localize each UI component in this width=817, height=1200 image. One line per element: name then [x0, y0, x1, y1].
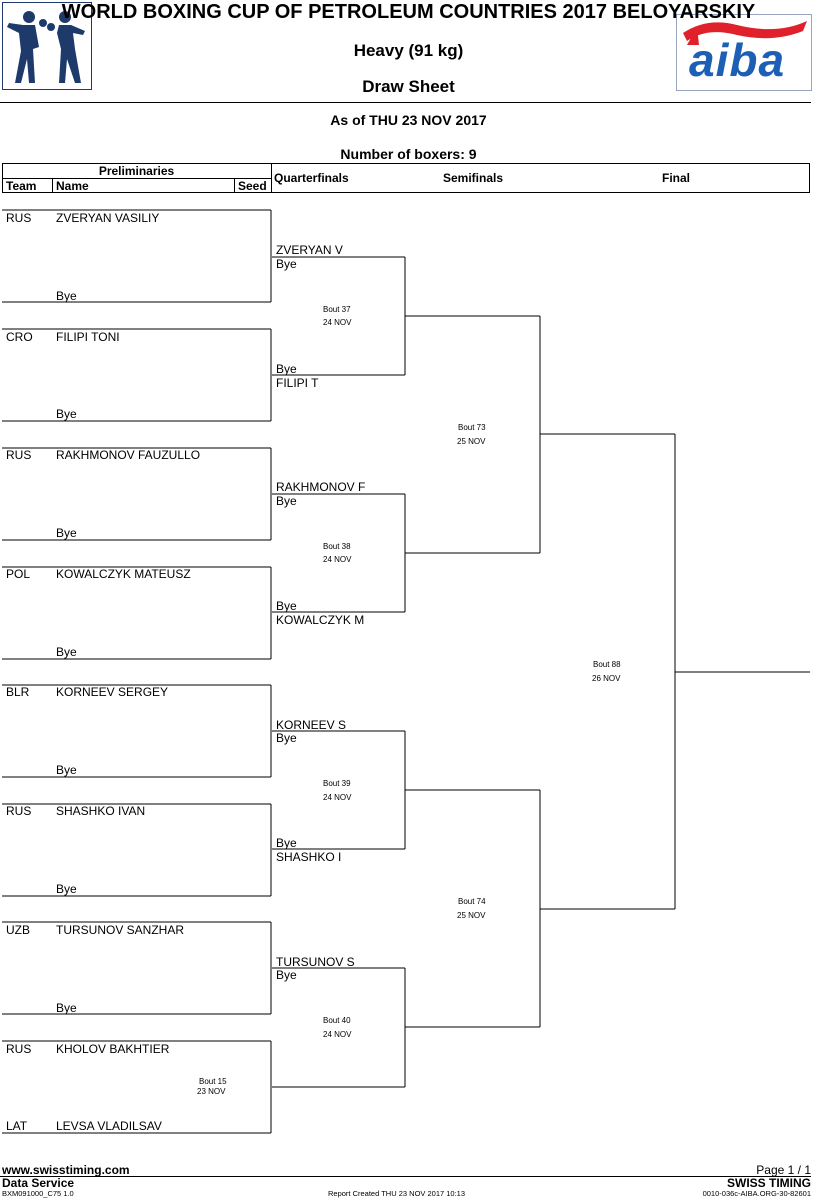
footer-report-created: Report Created THU 23 NOV 2017 10:13 [328, 1189, 466, 1198]
qf-bout-date: 24 NOV [323, 793, 352, 802]
prelim-bout: Bout 15 [199, 1077, 227, 1086]
aiba-logo-text: aiba [689, 34, 786, 86]
prelim-name: ZVERYAN VASILIY [56, 211, 160, 225]
header-divider-col [271, 163, 272, 193]
prelim-opponent: Bye [56, 526, 77, 540]
boxer-count: Number of boxers: 9 [340, 146, 477, 162]
qf-top-sub: Bye [276, 494, 297, 508]
prelim-opponent: Bye [56, 645, 77, 659]
qf-top-sub: Bye [276, 968, 297, 982]
sf-bout-date: 25 NOV [457, 437, 486, 446]
qf-bot-name: FILIPI T [276, 376, 319, 390]
qf-bot-sub: Bye [276, 599, 297, 613]
sf-bout-date: 25 NOV [457, 911, 486, 920]
aiba-logo: aiba [676, 14, 812, 91]
boxers-logo [2, 2, 92, 90]
col-preliminaries: Preliminaries [98, 164, 175, 178]
col-semifinals: Semifinals [443, 171, 504, 185]
qf-top-name: RAKHMONOV F [276, 480, 366, 494]
prelim-team: BLR [6, 685, 30, 699]
qf-bout: Bout 40 [323, 1016, 351, 1025]
col-seed: Seed [238, 179, 267, 193]
prelim-team: RUS [6, 1042, 32, 1056]
prelim-name: RAKHMONOV FAUZULLO [56, 448, 201, 462]
prelim-name: TURSUNOV SANZHAR [56, 923, 185, 937]
sf-bout: Bout 74 [458, 897, 486, 906]
prelim-name: KOWALCZYK MATEUSZ [56, 567, 191, 581]
qf-bot-sub: Bye [276, 362, 297, 376]
qf-top-name: ZVERYAN V [276, 243, 343, 257]
prelim-opp-team: LAT [6, 1119, 28, 1133]
sf-bout: Bout 73 [458, 423, 486, 432]
prelim-name: SHASHKO IVAN [56, 804, 146, 818]
qf-bout-date: 24 NOV [323, 555, 352, 564]
prelim-opponent: Bye [56, 763, 77, 777]
prelim-team: RUS [6, 804, 32, 818]
prelim-team: POL [6, 567, 31, 581]
footer-data-service: Data Service [2, 1176, 75, 1190]
footer-swiss-timing: SWISS TIMING [727, 1176, 811, 1190]
event-title: WORLD BOXING CUP OF PETROLEUM COUNTRIES … [61, 1, 756, 23]
header-divider-seed [234, 178, 235, 193]
prelim-team: RUS [6, 448, 32, 462]
prelim-team: CRO [6, 330, 33, 344]
prelim-opponent: LEVSA VLADILSAV [56, 1119, 162, 1133]
col-name: Name [56, 179, 89, 193]
sheet-type: Draw Sheet [362, 77, 455, 96]
qf-top-name: TURSUNOV S [276, 955, 355, 969]
col-final: Final [662, 171, 691, 185]
qf-bot-name: KOWALCZYK M [276, 613, 365, 627]
prelim-team: RUS [6, 211, 32, 225]
footer-website[interactable]: www.swisstiming.com [2, 1163, 130, 1177]
col-team: Team [6, 179, 37, 193]
qf-bout: Bout 37 [323, 305, 351, 314]
prelim-opponent: Bye [56, 1001, 77, 1015]
final-bout: Bout 88 [593, 660, 621, 669]
qf-bout: Bout 39 [323, 779, 351, 788]
prelim-name: KORNEEV SERGEY [56, 685, 169, 699]
final-bout-date: 26 NOV [592, 674, 621, 683]
qf-bout: Bout 38 [323, 542, 351, 551]
qf-bot-name: SHASHKO I [276, 850, 342, 864]
footer-code: BXM091000_C75 1.0 [2, 1189, 74, 1198]
prelim-name: KHOLOV BAKHTIER [56, 1042, 170, 1056]
footer-page: Page 1 / 1 [756, 1163, 811, 1177]
col-quarterfinals: Quarterfinals [274, 171, 349, 185]
footer-divider [0, 1176, 811, 1177]
qf-bout-date: 24 NOV [323, 1030, 352, 1039]
prelim-bout-date: 23 NOV [197, 1087, 226, 1096]
qf-top-name: KORNEEV S [276, 718, 347, 732]
header-divider-team [52, 178, 53, 193]
prelim-name: FILIPI TONI [56, 330, 120, 344]
qf-bot-sub: Bye [276, 836, 297, 850]
weight-class: Heavy (91 kg) [353, 41, 464, 60]
qf-top-sub: Bye [276, 257, 297, 271]
prelim-opponent: Bye [56, 407, 77, 421]
qf-top-sub: Bye [276, 731, 297, 745]
as-of-date: As of THU 23 NOV 2017 [330, 112, 487, 128]
prelim-team: UZB [6, 923, 30, 937]
prelim-opponent: Bye [56, 289, 77, 303]
footer-doc-id: 0010-036c-AIBA.ORG-30-82601 [702, 1189, 811, 1198]
header-divider [0, 102, 811, 103]
header-divider-row [2, 178, 271, 179]
prelim-opponent: Bye [56, 882, 77, 896]
qf-bout-date: 24 NOV [323, 318, 352, 327]
